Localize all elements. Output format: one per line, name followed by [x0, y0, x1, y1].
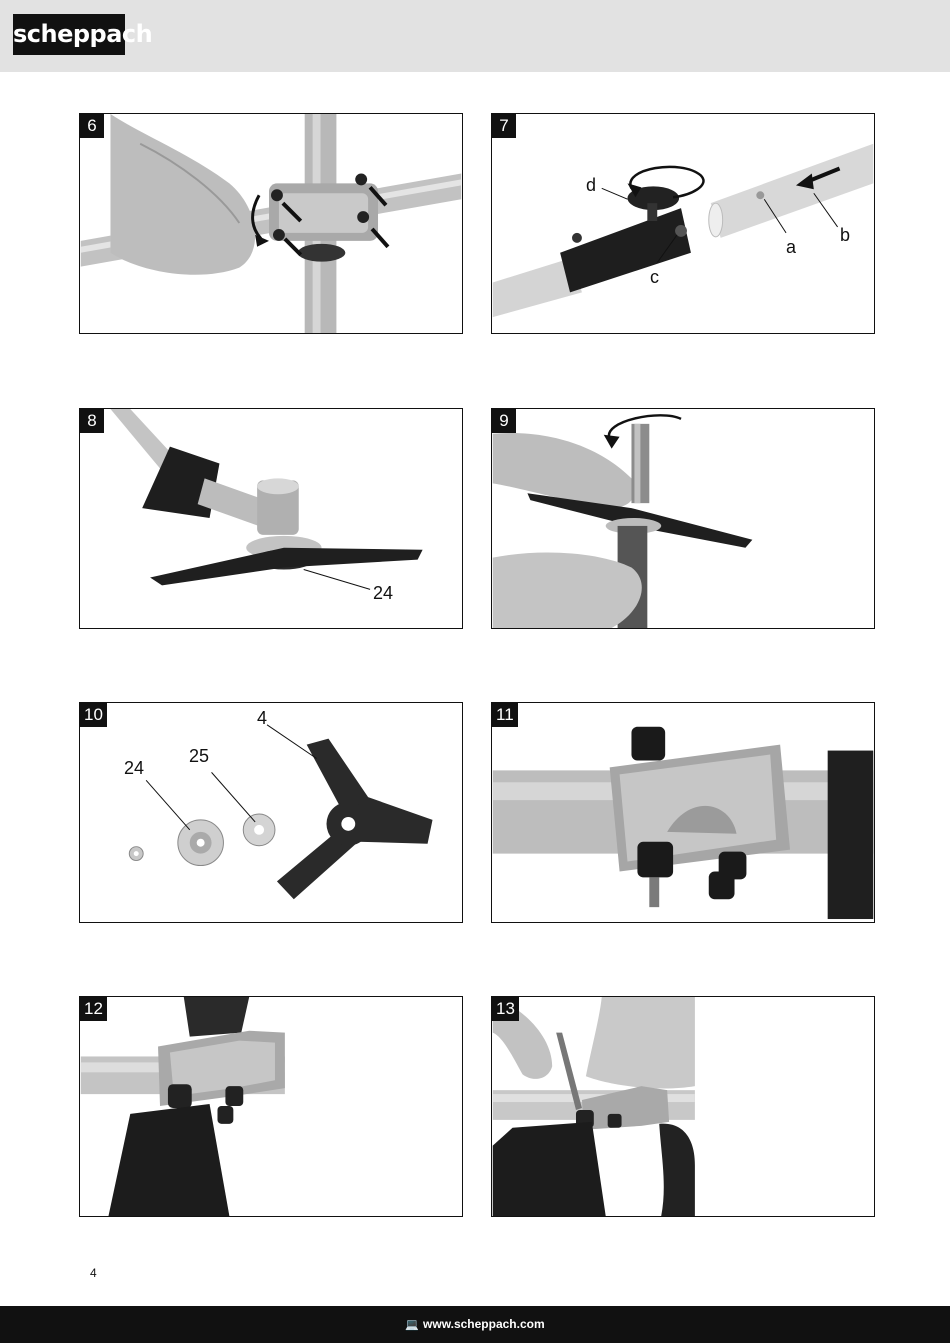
photo-shaft-clamp-cross [80, 114, 462, 333]
photo-tightening-clamp-hex-key [492, 997, 695, 1216]
callout-c: c [650, 267, 659, 287]
monitor-icon: 💻 [405, 1319, 420, 1331]
callout-24: 24 [124, 758, 145, 778]
figure-number: 13 [492, 997, 519, 1021]
callout-24: 24 [373, 583, 394, 603]
photo-handle-clamp-closeup [492, 726, 874, 920]
figure-6: 6 [79, 113, 463, 334]
page-number: 4 [90, 1266, 97, 1280]
scheppach-logo: scheppach [13, 14, 153, 55]
website-url[interactable]: www.scheppach.com [423, 1317, 545, 1331]
header-bar: scheppach [0, 0, 950, 72]
figure-number: 11 [492, 703, 518, 727]
callout-a: a [786, 237, 797, 257]
photo-blade-mounted-gearhead [110, 409, 423, 590]
callout-d: d [586, 175, 597, 195]
photo-shaft-coupling [492, 143, 874, 318]
figure-13: 13 [491, 996, 875, 1217]
figure-10: 10 4 24 25 [79, 702, 463, 923]
figure-number: 9 [492, 409, 516, 433]
figure-12: 12 [79, 996, 463, 1217]
figure-8: 8 24 [79, 408, 463, 629]
figure-number: 7 [492, 114, 516, 138]
photo-clamp-on-shaft [80, 997, 285, 1216]
footer-bar: 💻www.scheppach.com [0, 1306, 950, 1343]
figure-9: 9 [491, 408, 875, 629]
photo-blade-parts [128, 724, 433, 900]
callout-25: 25 [189, 746, 210, 766]
figure-number: 10 [80, 703, 107, 727]
figure-7: 7 d a b c [491, 113, 875, 334]
figure-number: 8 [80, 409, 104, 433]
footer-website[interactable]: 💻www.scheppach.com [0, 1317, 950, 1331]
figure-number: 6 [80, 114, 104, 138]
figure-number: 12 [80, 997, 107, 1021]
callout-b: b [840, 225, 851, 245]
callout-4: 4 [257, 708, 268, 728]
photo-tightening-blade-nut [492, 414, 753, 628]
figure-11: 11 [491, 702, 875, 923]
